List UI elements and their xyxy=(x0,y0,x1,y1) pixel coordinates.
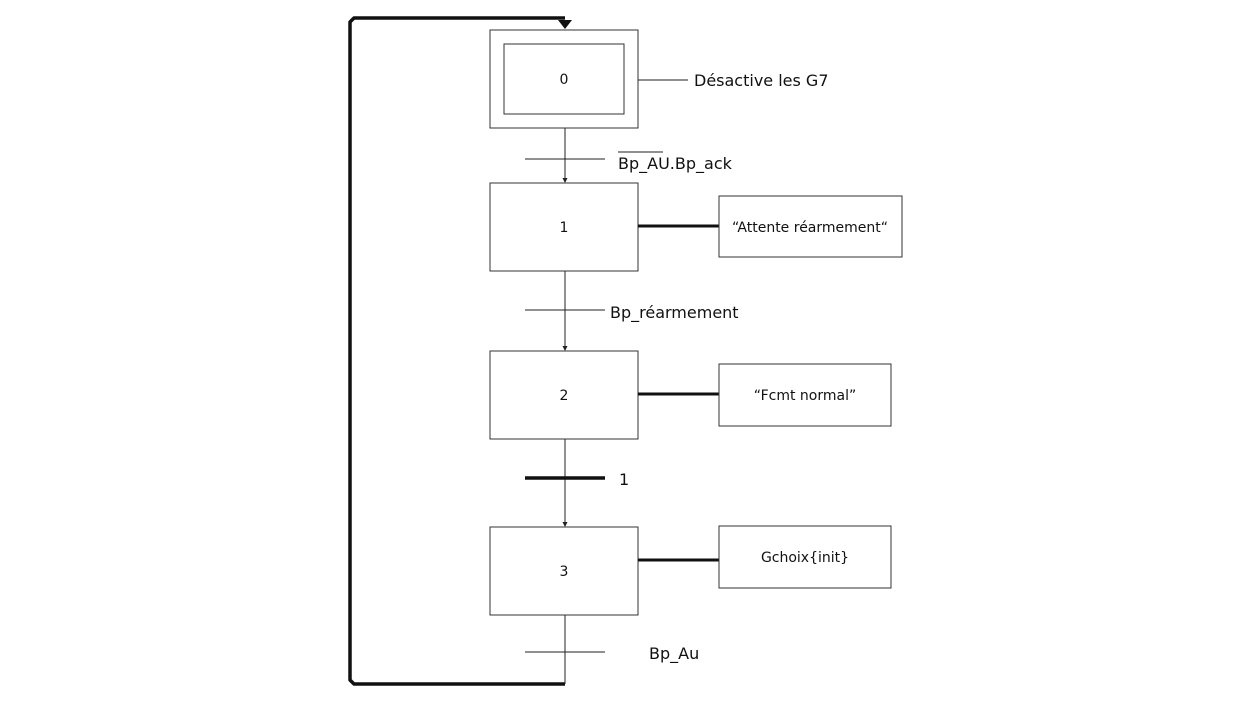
step-1-action-label: “Attente réarmement“ xyxy=(732,220,888,236)
step-0-comment: Désactive les G7 xyxy=(694,71,829,90)
step-0: 0 xyxy=(489,29,639,129)
arrow-down-icon xyxy=(562,522,568,527)
step-1: 1 xyxy=(489,182,639,272)
step-3-action-box xyxy=(718,525,892,589)
step-0-inner-box xyxy=(503,43,625,115)
step-3-label: 3 xyxy=(560,564,569,580)
step-3: 3 xyxy=(489,526,639,616)
step-2-label: 2 xyxy=(560,388,569,404)
transition-0-1-label: Bp_AU.Bp_ack xyxy=(618,154,733,174)
step-0-label: 0 xyxy=(560,72,569,88)
transition-3-0-label: Bp_Au xyxy=(649,644,699,664)
loop-back-line xyxy=(348,16,565,686)
step-3-action-label: Gchoix{init} xyxy=(761,550,849,566)
arrow-down-icon xyxy=(562,346,568,351)
loop-arrow-icon xyxy=(558,20,572,29)
transition-0-1-rest: .Bp_ack xyxy=(670,154,733,174)
step-2-box xyxy=(489,350,639,440)
transition-2-3-label: 1 xyxy=(619,470,629,489)
arrow-down-icon xyxy=(562,178,568,183)
transition-1-2-label: Bp_réarmement xyxy=(610,303,739,323)
step-1-box xyxy=(489,182,639,272)
transition-0-1-negated: Bp_AU xyxy=(618,154,670,174)
step-2: 2 xyxy=(489,350,639,440)
step-2-action-label: “Fcmt normal” xyxy=(754,388,856,404)
step-1-action-box xyxy=(718,195,903,258)
step-3-box xyxy=(489,526,639,616)
step-2-action-box xyxy=(718,363,892,427)
step-1-label: 1 xyxy=(560,220,569,236)
